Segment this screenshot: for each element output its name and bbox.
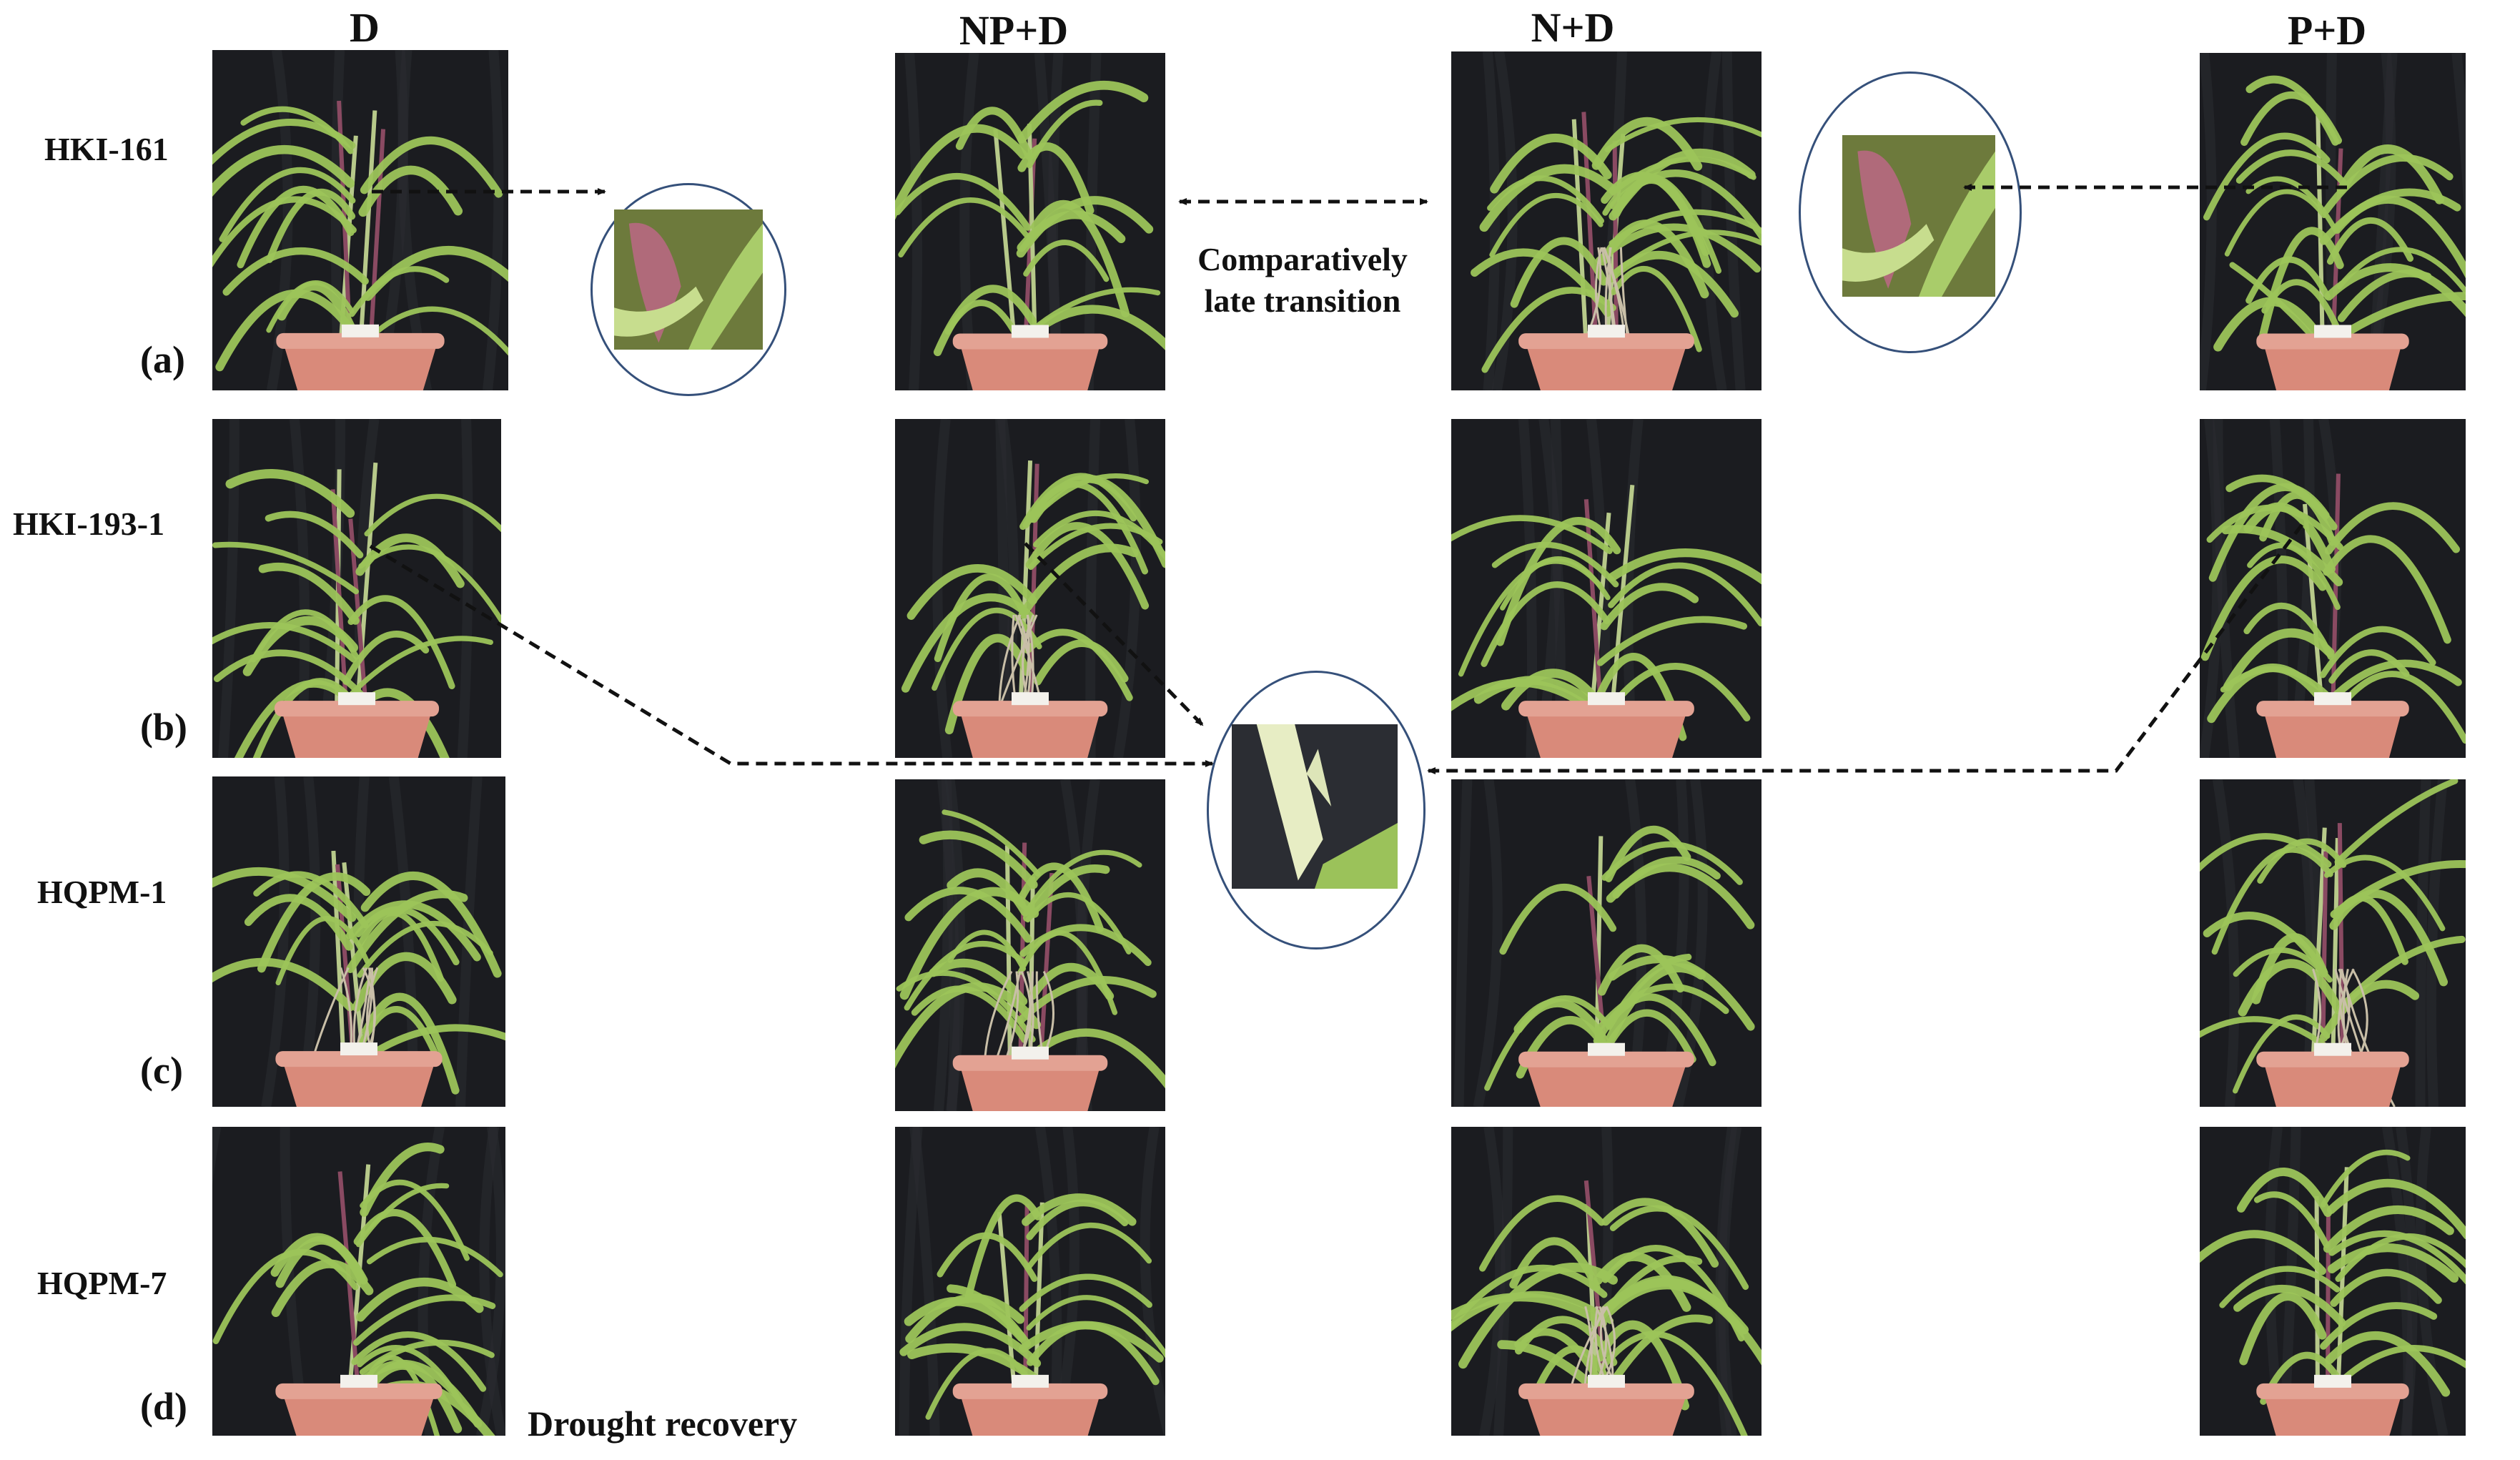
plant-illustration: [212, 1127, 505, 1436]
photo-hqpm-7-d: [212, 1127, 505, 1436]
column-header-n-d: N+D: [1531, 4, 1615, 51]
plant-illustration: [895, 779, 1165, 1111]
zoom-inset-tassel-center: [1232, 724, 1398, 889]
photo-hqpm-1-p-d: [2200, 779, 2466, 1107]
late-transition-note: Comparatively late transition: [1197, 239, 1408, 321]
drought-recovery-label: Drought recovery: [528, 1404, 798, 1444]
zoom-circle-hki-161-p-d: [1799, 71, 2022, 353]
plant-illustration: [212, 419, 501, 758]
plant-illustration: [1451, 51, 1761, 390]
row-label-hqpm-7: HQPM-7: [37, 1265, 167, 1301]
row-label-hki-161: HKI-161: [44, 131, 169, 167]
plant-illustration: [212, 776, 505, 1107]
photo-hki-193-1-np-d: [895, 419, 1165, 758]
plant-illustration: [1451, 419, 1761, 758]
plant-illustration: [2200, 53, 2466, 390]
photo-hqpm-7-p-d: [2200, 1127, 2466, 1436]
panel-letter-c: (c): [140, 1049, 183, 1092]
plant-illustration: [895, 53, 1165, 390]
photo-hki-161-d: [212, 50, 508, 390]
tassel-closeup-illustration: [614, 209, 763, 350]
plant-illustration: [2200, 779, 2466, 1107]
photo-hki-193-1-n-d: [1451, 419, 1761, 758]
photo-hqpm-7-np-d: [895, 1127, 1165, 1436]
photo-hqpm-1-n-d: [1451, 779, 1761, 1107]
tassel-closeup-illustration: [1842, 135, 1995, 297]
zoom-circle-center: [1207, 671, 1425, 950]
panel-letter-b: (b): [140, 706, 187, 749]
row-label-hki-193-1: HKI-193-1: [13, 505, 165, 542]
column-header-np-d: NP+D: [959, 7, 1069, 54]
zoom-inset-tassel-d: [614, 209, 763, 350]
row-label-hqpm-1: HQPM-1: [37, 874, 167, 910]
plant-illustration: [2200, 1127, 2466, 1436]
column-header-p-d: P+D: [2287, 7, 2367, 54]
photo-hqpm-1-d: [212, 776, 505, 1107]
plant-illustration: [2200, 419, 2466, 758]
plant-illustration: [895, 419, 1165, 758]
photo-hqpm-7-n-d: [1451, 1127, 1761, 1436]
photo-hqpm-1-np-d: [895, 779, 1165, 1111]
plant-illustration: [1451, 779, 1761, 1107]
plant-illustration: [895, 1127, 1165, 1436]
late-transition-line-1: Comparatively: [1197, 241, 1408, 277]
photo-hki-161-np-d: [895, 53, 1165, 390]
photo-hki-193-1-p-d: [2200, 419, 2466, 758]
plant-illustration: [212, 50, 508, 390]
photo-hki-161-p-d: [2200, 53, 2466, 390]
late-transition-line-2: late transition: [1204, 282, 1401, 319]
photo-hki-161-n-d: [1451, 51, 1761, 390]
tassel-closeup-illustration: [1232, 724, 1398, 889]
panel-letter-a: (a): [140, 338, 185, 381]
photo-hki-193-1-d: [212, 419, 501, 758]
plant-illustration: [1451, 1127, 1761, 1436]
zoom-inset-tassel-p-d: [1842, 135, 1995, 297]
panel-letter-d: (d): [140, 1385, 187, 1428]
column-header-d: D: [350, 4, 380, 51]
zoom-circle-hki-161-d: [591, 183, 786, 396]
